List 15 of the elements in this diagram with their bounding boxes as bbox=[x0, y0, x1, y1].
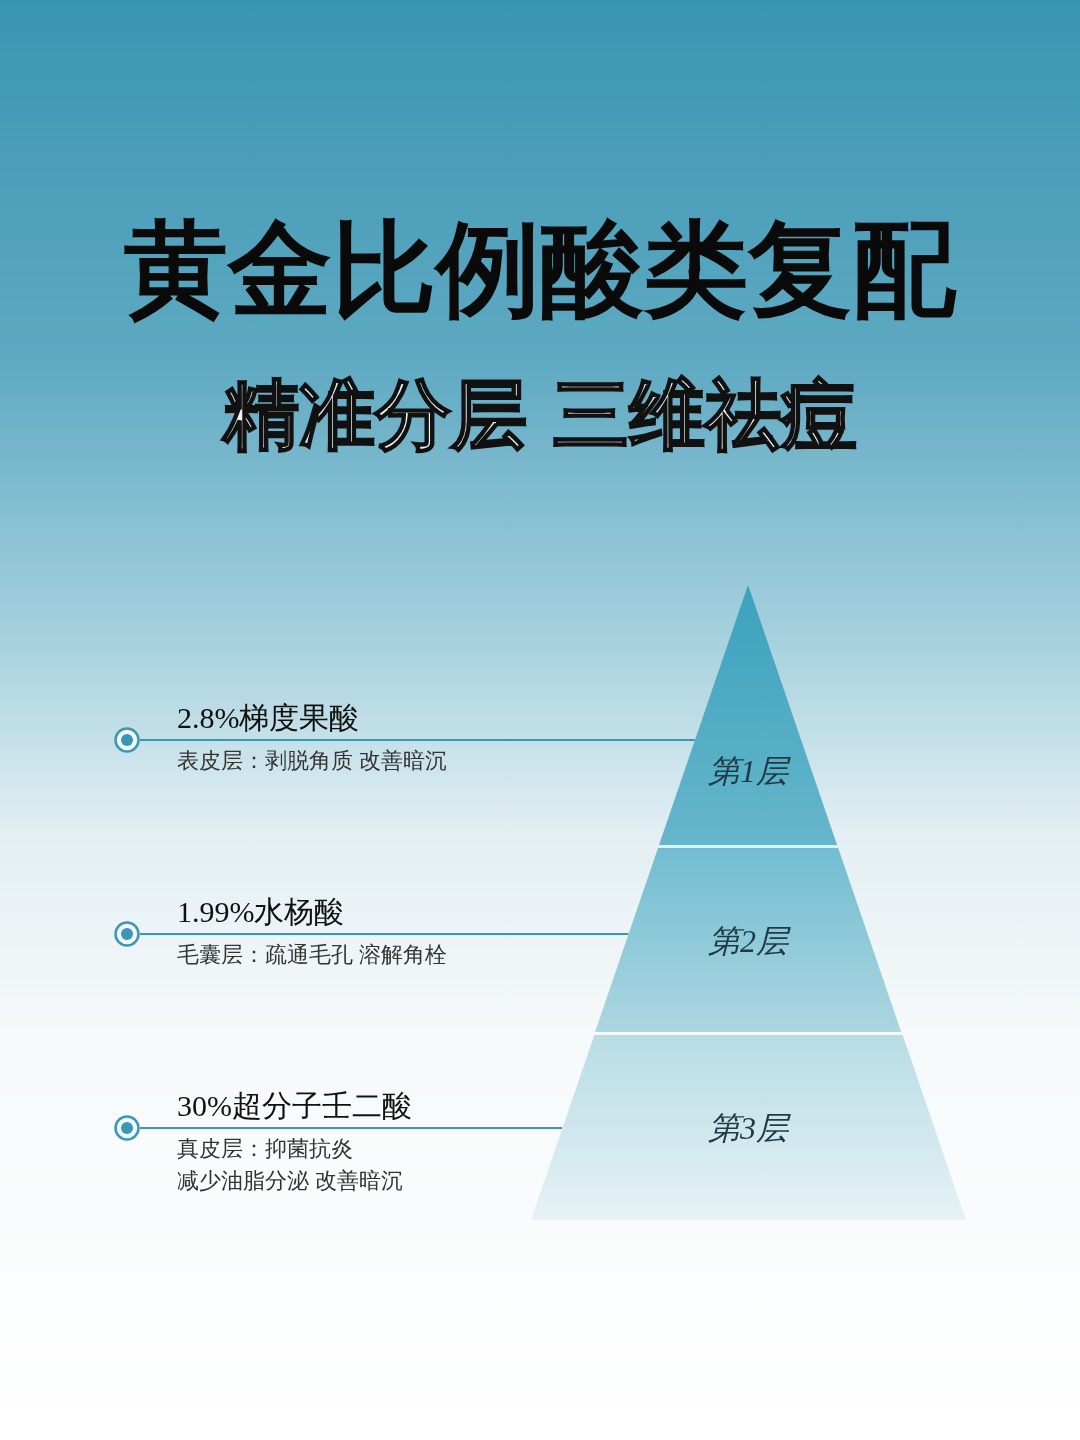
effect-description: 真皮层：抑菌抗炎 bbox=[177, 1135, 353, 1163]
connector-line bbox=[139, 933, 630, 935]
connector-line bbox=[139, 1127, 563, 1129]
connector-line bbox=[139, 739, 696, 741]
effect-description: 表皮层：剥脱角质 改善暗沉 bbox=[177, 747, 447, 775]
ingredient-name: 2.8%梯度果酸 bbox=[177, 700, 360, 736]
layer-label: 第3层 bbox=[530, 1107, 966, 1151]
subtitle: 精准分层 三维祛痘 bbox=[220, 369, 859, 461]
layer-label: 第1层 bbox=[658, 750, 838, 794]
ingredient-name: 1.99%水杨酸 bbox=[177, 894, 345, 930]
title: 黄金比例酸类复配 bbox=[123, 211, 958, 329]
ingredient-name: 30%超分子壬二酸 bbox=[177, 1088, 412, 1124]
layer-label: 第2层 bbox=[594, 920, 902, 964]
effect-description: 毛囊层：疏通毛孔 溶解角栓 bbox=[177, 941, 447, 969]
effect-description: 减少油脂分泌 改善暗沉 bbox=[177, 1167, 403, 1195]
